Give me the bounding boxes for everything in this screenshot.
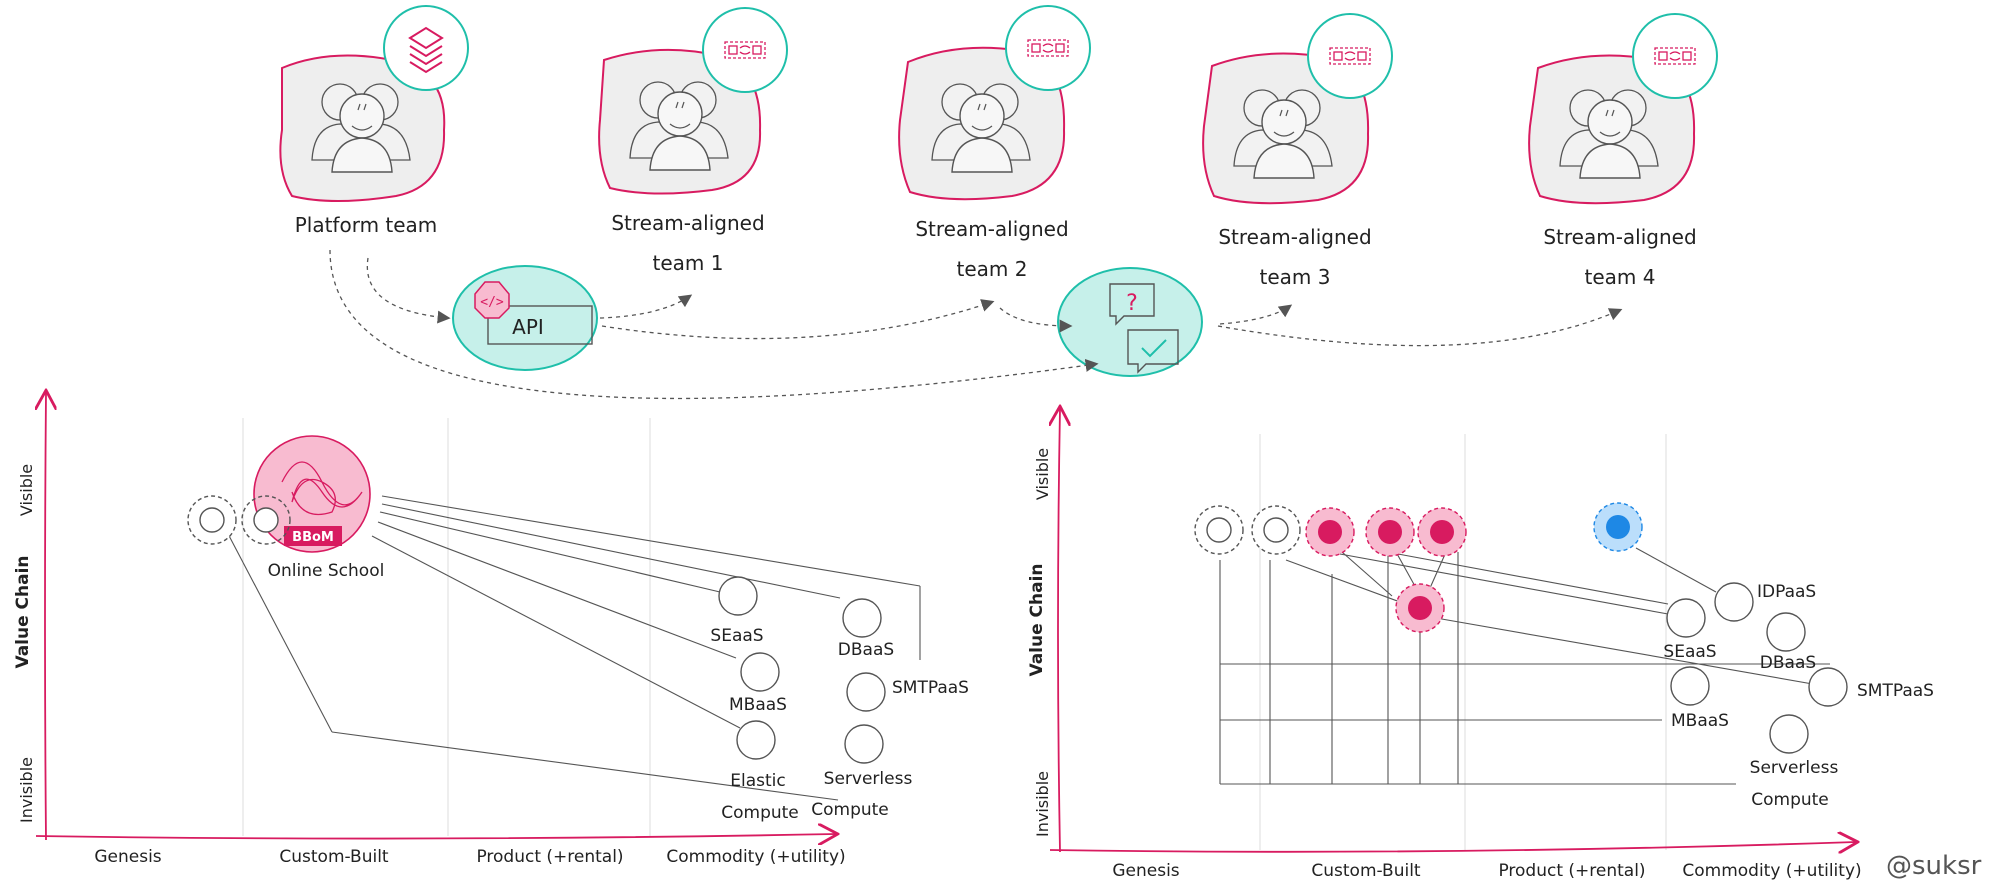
facilitating-interaction: ? [1057, 267, 1203, 377]
stream-team-4-label-line1: Stream-aligned [1543, 225, 1696, 249]
pink-component-nodes [1305, 507, 1467, 633]
serverless-compute-label-2: Compute [811, 800, 889, 820]
stage-product: Product (+rental) [476, 847, 623, 867]
axis-value-chain: Value Chain [13, 555, 33, 668]
stream-team-3-label-line1: Stream-aligned [1218, 225, 1371, 249]
serverless-compute-label-1: Serverless [1750, 758, 1839, 778]
elastic-compute-node [736, 720, 776, 760]
platform-team-label: Platform team [295, 213, 438, 237]
seaas-node [1666, 598, 1706, 638]
serverless-compute-node [1769, 714, 1809, 754]
big-ball-of-mud-icon [281, 461, 363, 516]
stream-team-1-label-line2: team 1 [653, 251, 724, 275]
dbaas-node [1766, 612, 1806, 652]
stream-team-3-label-line2: team 3 [1260, 265, 1331, 289]
stream-aligned-team-4: Stream-aligned team 4 [1528, 13, 1718, 289]
stream-team-2-label-line1: Stream-aligned [915, 217, 1068, 241]
component-node [241, 495, 291, 545]
layers-icon [408, 26, 444, 74]
api-label: API [512, 315, 544, 339]
left-wardley-map: Visible Value Chain Invisible Genesis Cu… [13, 392, 969, 867]
svg-text:?: ? [1126, 291, 1138, 316]
smtppaas-node [846, 672, 886, 712]
axis-value-chain: Value Chain [1027, 563, 1047, 676]
stage-genesis: Genesis [94, 847, 161, 867]
elastic-compute-label-1: Elastic [730, 771, 785, 791]
stage-genesis: Genesis [1112, 861, 1179, 881]
x-as-a-service-interaction: </> API [452, 265, 598, 371]
evolution-axis [35, 834, 836, 839]
stage-custom-built: Custom-Built [1311, 861, 1421, 881]
dbaas-label: DBaaS [838, 640, 894, 660]
right-wardley-map: Visible Value Chain Invisible Genesis Cu… [1027, 408, 1934, 881]
axis-invisible: Invisible [17, 757, 36, 823]
platform-team: Platform team [279, 5, 469, 237]
dbaas-node [842, 598, 882, 638]
axis-visible: Visible [1033, 448, 1052, 500]
seaas-node [718, 576, 758, 616]
stage-commodity: Commodity (+utility) [1682, 861, 1861, 881]
bbom-badge-text: BBoM [292, 530, 334, 545]
serverless-compute-label-1: Serverless [824, 769, 913, 789]
evolution-axis [1049, 842, 1856, 852]
seaas-label: SEaaS [710, 626, 763, 646]
mbaas-label: MBaaS [1671, 711, 1729, 731]
check-bubble-icon [1127, 329, 1179, 374]
stage-commodity: Commodity (+utility) [666, 847, 845, 867]
stream-team-1-label-line1: Stream-aligned [611, 211, 764, 235]
mbaas-node [740, 652, 780, 692]
elastic-compute-label-2: Compute [721, 803, 799, 823]
stream-team-4-label-line2: team 4 [1585, 265, 1656, 289]
mbaas-node [1670, 666, 1710, 706]
smtppaas-node [1808, 667, 1848, 707]
dbaas-label: DBaaS [1760, 653, 1816, 673]
mbaas-label: MBaaS [729, 695, 787, 715]
axis-visible: Visible [17, 464, 36, 516]
code-icon [474, 281, 510, 319]
axis-invisible: Invisible [1033, 771, 1052, 837]
stage-custom-built: Custom-Built [279, 847, 389, 867]
value-chain-axis [1058, 408, 1060, 853]
online-school-label: Online School [268, 561, 385, 581]
value-chain-axis [45, 392, 46, 841]
svg-text:</>: </> [480, 295, 504, 310]
stream-aligned-team-2: Stream-aligned team 2 [898, 5, 1091, 281]
serverless-compute-node [844, 724, 884, 764]
smtppaas-label: SMTPaaS [892, 678, 969, 698]
seaas-label: SEaaS [1663, 642, 1716, 662]
smtppaas-label: SMTPaaS [1857, 681, 1934, 701]
stream-team-2-label-line2: team 2 [957, 257, 1028, 281]
question-bubble-icon [1109, 283, 1155, 326]
idpaas-label: IDPaaS [1757, 582, 1816, 602]
stream-aligned-team-1: Stream-aligned team 1 [598, 7, 788, 275]
stage-product: Product (+rental) [1498, 861, 1645, 881]
bbom-badge [284, 526, 342, 546]
interaction-arrows [329, 249, 1623, 400]
author-credit: @suksr [1886, 851, 1982, 881]
serverless-compute-label-2: Compute [1751, 790, 1829, 810]
idpaas-node [1714, 582, 1754, 622]
stream-aligned-team-3: Stream-aligned team 3 [1202, 13, 1393, 289]
